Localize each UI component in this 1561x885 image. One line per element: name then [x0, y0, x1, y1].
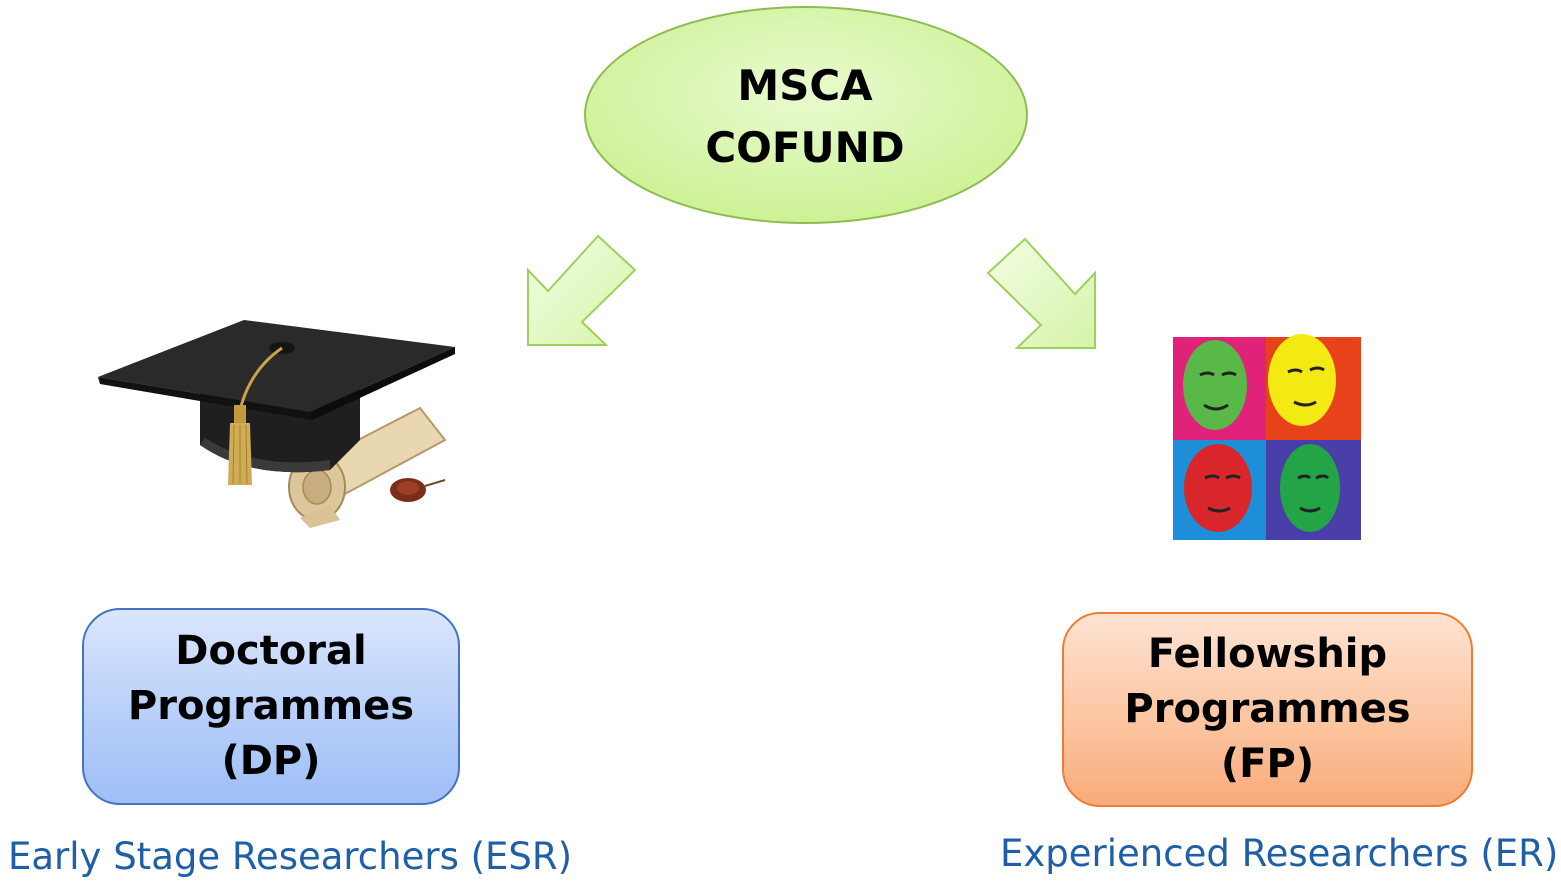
root-line-2: COFUND — [705, 123, 905, 172]
root-line-1: MSCA — [737, 61, 873, 110]
left-arrow — [527, 234, 637, 346]
fellowship-programmes-box: Fellowship Programmes (FP) — [1062, 612, 1473, 807]
msca-cofund-label: MSCA COFUND — [585, 55, 1025, 179]
msca-cofund-ellipse — [584, 6, 1028, 224]
dp-line-1: Doctoral — [175, 628, 367, 674]
esr-caption: Early Stage Researchers (ESR) — [8, 835, 573, 878]
portraits-grid-icon — [1173, 334, 1361, 540]
right-arrow — [986, 237, 1096, 349]
fp-line-1: Fellowship — [1147, 631, 1388, 677]
fp-line-3: (FP) — [1220, 741, 1315, 787]
er-caption: Experienced Researchers (ER) — [1000, 832, 1559, 875]
fp-line-2: Programmes — [1124, 686, 1411, 732]
doctoral-programmes-box: Doctoral Programmes (DP) — [82, 608, 460, 805]
diploma-scroll — [288, 406, 447, 528]
graduation-cap-icon — [98, 320, 455, 528]
dp-line-3: (DP) — [221, 738, 321, 784]
dp-line-2: Programmes — [127, 683, 415, 729]
